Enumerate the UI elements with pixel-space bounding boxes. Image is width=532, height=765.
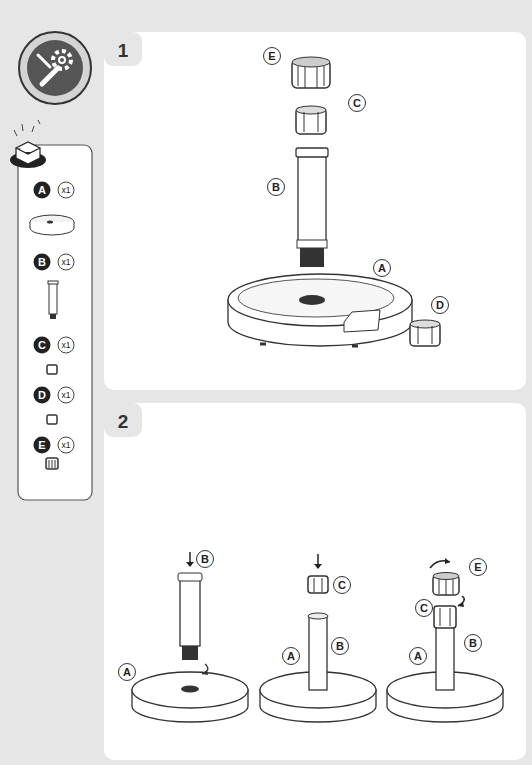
callout-letter: A (118, 663, 136, 681)
part-letter: D (34, 387, 51, 404)
quantity: x1 (58, 437, 75, 454)
callout-letter: B (267, 178, 285, 196)
quantity: x1 (58, 387, 75, 404)
callout-letter: E (263, 47, 281, 65)
step-number: 1 (118, 41, 129, 60)
part-letter: E (34, 437, 51, 454)
quantity: x1 (58, 254, 75, 271)
callout-letter: A (373, 259, 391, 277)
part-letter: B (34, 254, 51, 271)
callout-letter: D (431, 296, 449, 314)
quantity: x1 (58, 337, 75, 354)
callout-letter: A (282, 647, 300, 665)
callout-letter: E (469, 558, 487, 576)
callout-letter: A (409, 647, 427, 665)
callout-letter: B (331, 637, 349, 655)
callout-letter: B (464, 634, 482, 652)
part-letter: A (34, 182, 51, 199)
quantity: x1 (58, 182, 75, 199)
callout-letter: B (196, 550, 214, 568)
callout-letter: C (348, 94, 366, 112)
callout-letter: C (415, 599, 433, 617)
step-number: 2 (118, 412, 129, 431)
callout-letter: C (333, 576, 351, 594)
part-letter: C (34, 337, 51, 354)
